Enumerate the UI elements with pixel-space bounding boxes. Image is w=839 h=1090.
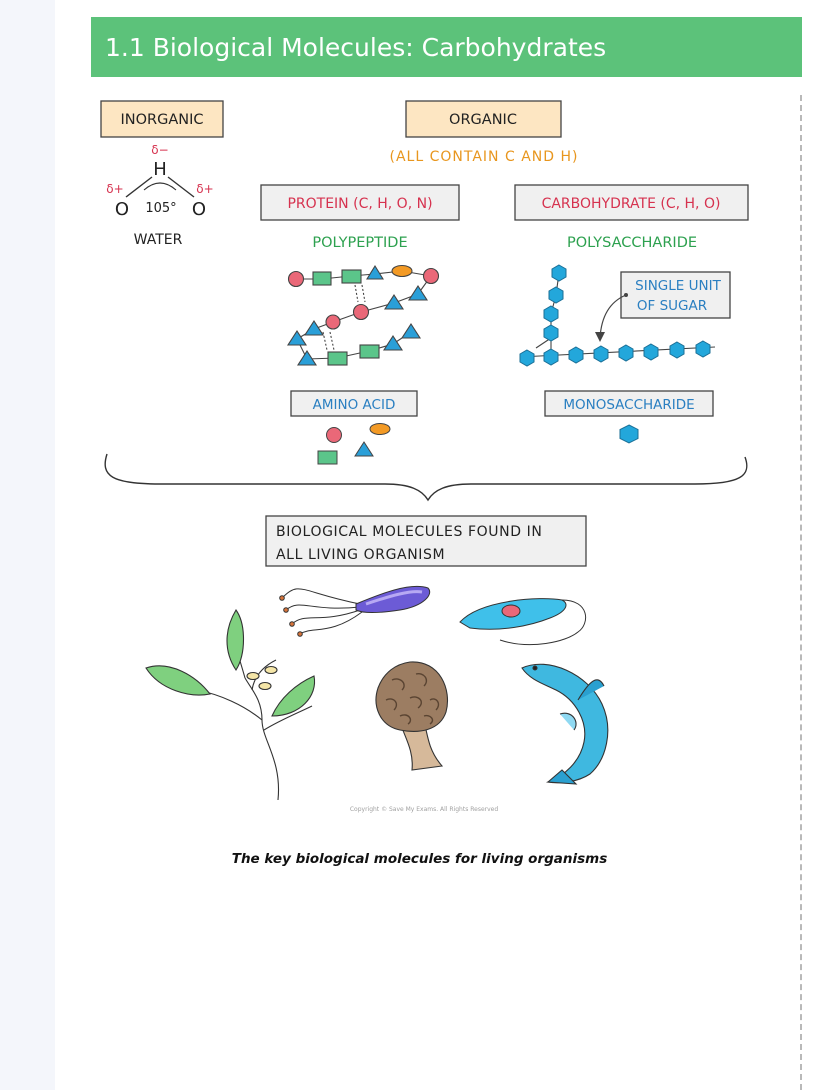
polypeptide-amino-acid-circle (422, 267, 440, 285)
polysaccharide-label: POLYSACCHARIDE (567, 235, 697, 251)
amino-acid-triangle (354, 441, 374, 457)
polypeptide-amino-acid-triangle (303, 319, 325, 336)
single-unit-line2: OF SUGAR (637, 298, 707, 314)
polypeptide-amino-acid-triangle (286, 329, 308, 346)
protein-label: PROTEIN (C, H, O, N) (287, 196, 432, 212)
page-title-text: 1.1 Biological Molecules: Carbohydrates (105, 32, 607, 62)
page-title: 1.1 Biological Molecules: Carbohydrates (91, 17, 802, 77)
sugar-hexagon (519, 349, 535, 367)
grouping-brace (104, 453, 748, 502)
oxygen-right-label: O (192, 199, 206, 220)
polypeptide-amino-acid-triangle (366, 264, 384, 280)
polypeptide-amino-acid-triangle (383, 293, 405, 310)
sugar-hexagon (618, 344, 634, 362)
delta-plus-right-label: δ+ (196, 182, 213, 196)
sugar-hexagon (543, 305, 559, 323)
protist-illustration (459, 598, 586, 646)
single-unit-line1: SINGLE UNIT (635, 278, 721, 294)
fish-illustration (521, 663, 609, 785)
organic-label-box: ORGANIC (405, 100, 562, 138)
delta-minus-label: δ− (151, 143, 168, 157)
sugar-hexagon (543, 324, 559, 342)
polypeptide-amino-acid-triangle (400, 322, 422, 339)
amino-acid-oval (369, 423, 391, 435)
polypeptide-amino-acid-rect (312, 271, 332, 286)
inorganic-label: INORGANIC (120, 112, 203, 128)
polypeptide-amino-acid-triangle (296, 349, 318, 366)
sugar-hexagon (695, 340, 711, 358)
amino-acid-label: AMINO ACID (313, 397, 396, 413)
polypeptide-amino-acid-rect (327, 351, 348, 366)
bio-molecules-label-box: BIOLOGICAL MOLECULES FOUND IN ALL LIVING… (265, 515, 587, 567)
sugar-hexagon (551, 264, 567, 282)
inorganic-label-box: INORGANIC (100, 100, 224, 138)
water-label: WATER (134, 232, 183, 248)
polypeptide-amino-acid-rect (341, 269, 362, 284)
polypeptide-amino-acid-circle (287, 270, 305, 288)
polypeptide-chain (286, 264, 440, 366)
oxygen-left-label: O (115, 199, 129, 220)
polypeptide-amino-acid-rect (359, 344, 380, 359)
sugar-hexagon (543, 348, 559, 366)
polypeptide-amino-acid-oval (391, 264, 413, 278)
polypeptide-label: POLYPEPTIDE (312, 235, 407, 251)
amino-acid-label-box: AMINO ACID (290, 390, 418, 417)
organic-note: (ALL CONTAIN C AND H) (390, 149, 579, 165)
polypeptide-amino-acid-circle (325, 314, 341, 330)
monosaccharide-hexagon (619, 424, 639, 444)
bond-angle-label: 105° (145, 201, 176, 216)
mushroom-illustration (375, 661, 448, 771)
plant-illustration (145, 608, 316, 801)
polypeptide-amino-acid-triangle (382, 334, 404, 351)
bio-molecules-line1: BIOLOGICAL MOLECULES FOUND IN (276, 524, 542, 540)
copyright-text: Copyright © Save My Exams. All Rights Re… (350, 806, 499, 813)
hydrogen-label: H (153, 159, 167, 180)
water-molecule-diagram: δ− H δ+ δ+ O O 105° WATER (106, 143, 213, 248)
organic-label: ORGANIC (449, 112, 517, 128)
delta-plus-left-label: δ+ (106, 182, 123, 196)
amino-acid-circle (326, 427, 342, 443)
bacterium-illustration (279, 585, 431, 637)
monosaccharide-label: MONOSACCHARIDE (563, 397, 694, 413)
carbohydrate-label-box: CARBOHYDRATE (C, H, O) (514, 184, 749, 221)
amino-acid-rect (317, 450, 338, 465)
polypeptide-amino-acid-circle (352, 303, 370, 321)
sugar-hexagon (548, 286, 564, 304)
figure-caption: The key biological molecules for living … (231, 851, 608, 867)
sugar-hexagon (593, 345, 609, 363)
amino-acid-monomers (317, 423, 391, 465)
sugar-hexagon (669, 341, 685, 359)
single-unit-callout: SINGLE UNIT OF SUGAR (595, 271, 731, 342)
sugar-hexagon (643, 343, 659, 361)
monosaccharide-label-box: MONOSACCHARIDE (544, 390, 714, 417)
polysaccharide-chain (519, 264, 716, 367)
bio-molecules-line2: ALL LIVING ORGANISM (276, 547, 445, 563)
page-edge-divider (800, 95, 802, 1090)
carbohydrate-label: CARBOHYDRATE (C, H, O) (542, 196, 721, 212)
polypeptide-amino-acid-triangle (407, 284, 429, 301)
sugar-hexagon (568, 346, 584, 364)
protein-label-box: PROTEIN (C, H, O, N) (260, 184, 460, 221)
